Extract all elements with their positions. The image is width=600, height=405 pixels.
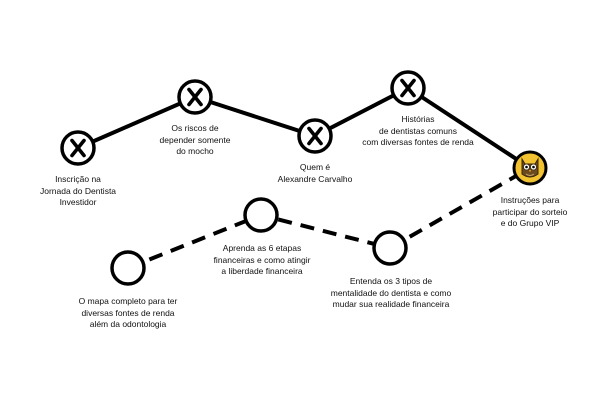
step-label-n5: Instruções para participar do sorteio e … — [492, 195, 568, 228]
step-node-n2[interactable] — [177, 79, 213, 115]
step-node-n5[interactable] — [512, 150, 548, 186]
step-label-m2: Aprenda as 6 etapas financeiras e como a… — [213, 243, 311, 276]
step-node-m3[interactable] — [372, 230, 408, 266]
x-mark-icon — [307, 126, 323, 146]
step-label-n3: Quem é Alexandre Carvalho — [277, 162, 353, 184]
x-mark-icon — [400, 78, 416, 98]
owl-icon — [521, 157, 539, 178]
step-node-n3[interactable] — [297, 118, 333, 154]
upcoming-path-line — [127, 166, 531, 270]
step-node-n4[interactable] — [390, 70, 426, 106]
step-label-m3: Entenda os 3 tipos de mentalidade do den… — [330, 276, 452, 309]
x-mark-icon — [70, 138, 86, 158]
step-label-n2: Os riscos de depender somente do mocho — [159, 123, 231, 156]
step-label-m1: O mapa completo para ter diversas fontes… — [78, 296, 178, 329]
step-node-m1[interactable] — [110, 250, 146, 286]
step-label-n4: Histórias de dentistas comuns com divers… — [362, 114, 474, 147]
step-node-m2[interactable] — [243, 197, 279, 233]
step-node-n1[interactable] — [60, 130, 96, 166]
step-label-n1: Inscrição na Jornada do Dentista Investi… — [39, 174, 117, 207]
x-mark-icon — [187, 87, 203, 107]
